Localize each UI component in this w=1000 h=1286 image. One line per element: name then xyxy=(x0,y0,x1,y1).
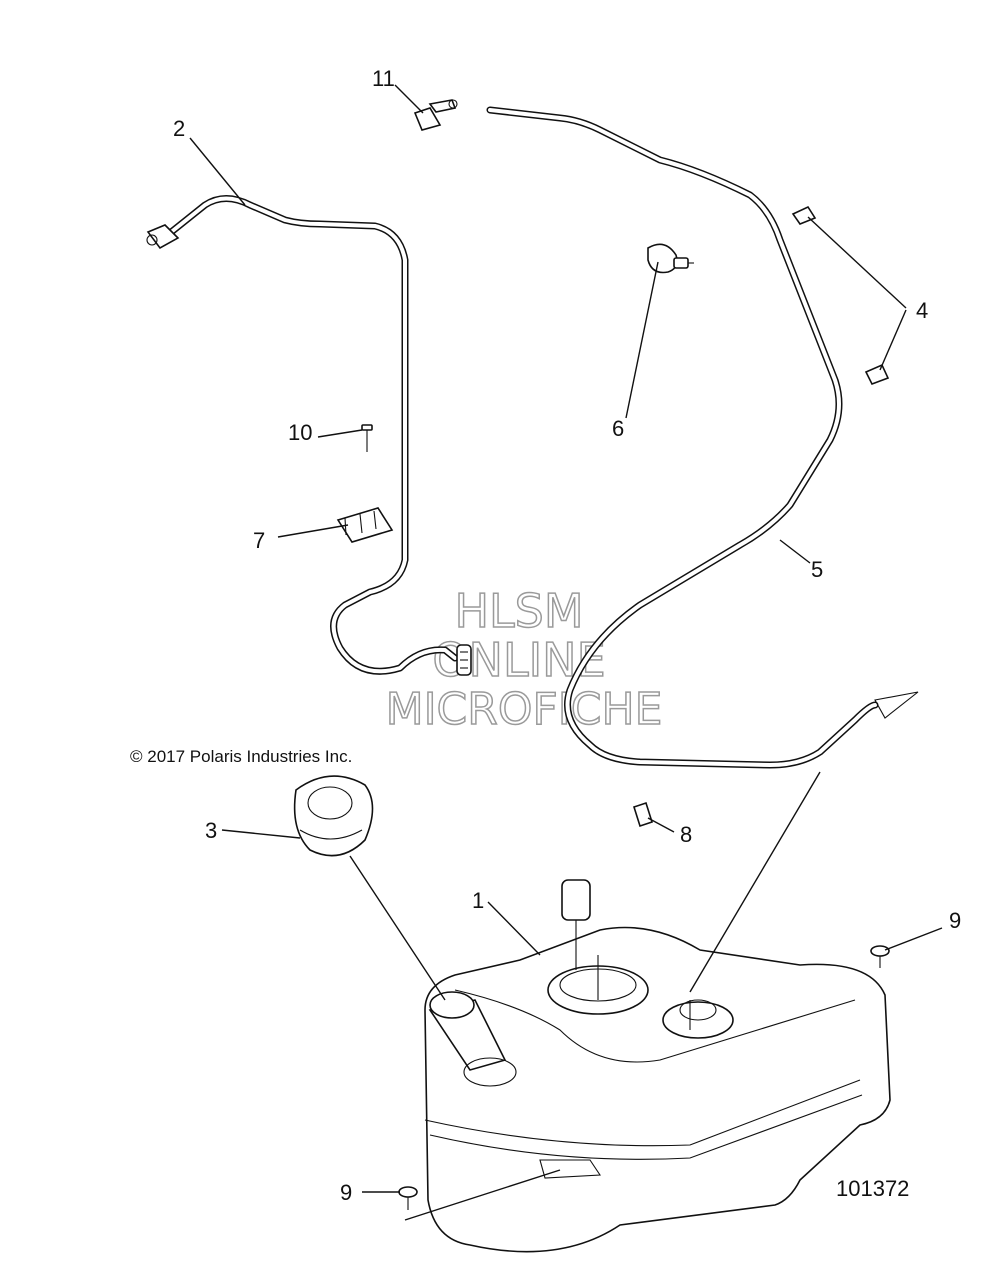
fastener-part-9-right xyxy=(870,945,890,968)
leader-9-right xyxy=(884,927,943,951)
vent-valve xyxy=(662,999,734,1039)
clip-part-4-lower xyxy=(864,363,890,386)
tank-strap xyxy=(539,1159,601,1179)
clip-part-4-upper xyxy=(791,205,817,225)
callout-8: 8 xyxy=(680,822,692,847)
leader-4b xyxy=(879,309,907,371)
hose-connector-left xyxy=(146,224,180,250)
vent-hose-part-5 xyxy=(486,106,919,769)
callout-6: 6 xyxy=(612,416,624,441)
elbow-connector-part-11 xyxy=(413,99,458,131)
leader-2 xyxy=(189,137,246,206)
watermark-line3: MICROFICHE xyxy=(386,684,663,735)
leader-1 xyxy=(487,901,541,956)
retainer-clip-part-7 xyxy=(336,507,394,543)
leader-3 xyxy=(221,829,301,839)
leader-6 xyxy=(625,261,659,419)
leader-7 xyxy=(277,524,349,538)
callout-2: 2 xyxy=(173,116,185,141)
push-clip-part-6 xyxy=(647,243,694,274)
callout-9-left: 9 xyxy=(340,1180,352,1205)
figure-number: 101372 xyxy=(836,1176,909,1201)
callout-1: 1 xyxy=(472,888,484,913)
leader-8 xyxy=(647,817,675,833)
callout-labels: 1 2 3 4 5 6 7 8 9 9 10 11 xyxy=(173,66,961,1205)
fuel-tank-part-1 xyxy=(424,879,891,1253)
filler-neck xyxy=(428,991,517,1087)
callout-9-right: 9 xyxy=(949,908,961,933)
fuel-cap-part-3 xyxy=(293,775,374,857)
leader-10 xyxy=(317,429,363,438)
copyright-notice: © 2017 Polaris Industries Inc. xyxy=(130,747,352,766)
callout-10: 10 xyxy=(288,420,312,445)
watermark: HLSM ONLINE MICROFICHE xyxy=(385,583,663,736)
leader-11 xyxy=(394,84,424,114)
leader-4a xyxy=(807,216,907,309)
clip-part-8 xyxy=(633,801,653,828)
callout-11: 11 xyxy=(372,66,395,91)
leader-5 xyxy=(779,539,811,564)
callout-4: 4 xyxy=(916,298,928,323)
fuel-pump-assembly xyxy=(547,879,649,1015)
leader-3-neck xyxy=(349,855,446,1001)
callout-5: 5 xyxy=(811,557,823,582)
leader-9-left-strap xyxy=(404,1169,561,1221)
leader-8-tank xyxy=(689,771,821,993)
vent-hose-part-2 xyxy=(146,195,472,676)
watermark-line1: HLSM xyxy=(454,584,583,638)
callout-7: 7 xyxy=(253,528,265,553)
screw-part-10 xyxy=(361,424,373,452)
leader-lines xyxy=(189,84,943,1221)
hose-clamp-lower xyxy=(456,644,472,676)
callout-3: 3 xyxy=(205,818,217,843)
fastener-part-9-left xyxy=(398,1186,418,1210)
watermark-line2: ONLINE xyxy=(432,633,605,687)
